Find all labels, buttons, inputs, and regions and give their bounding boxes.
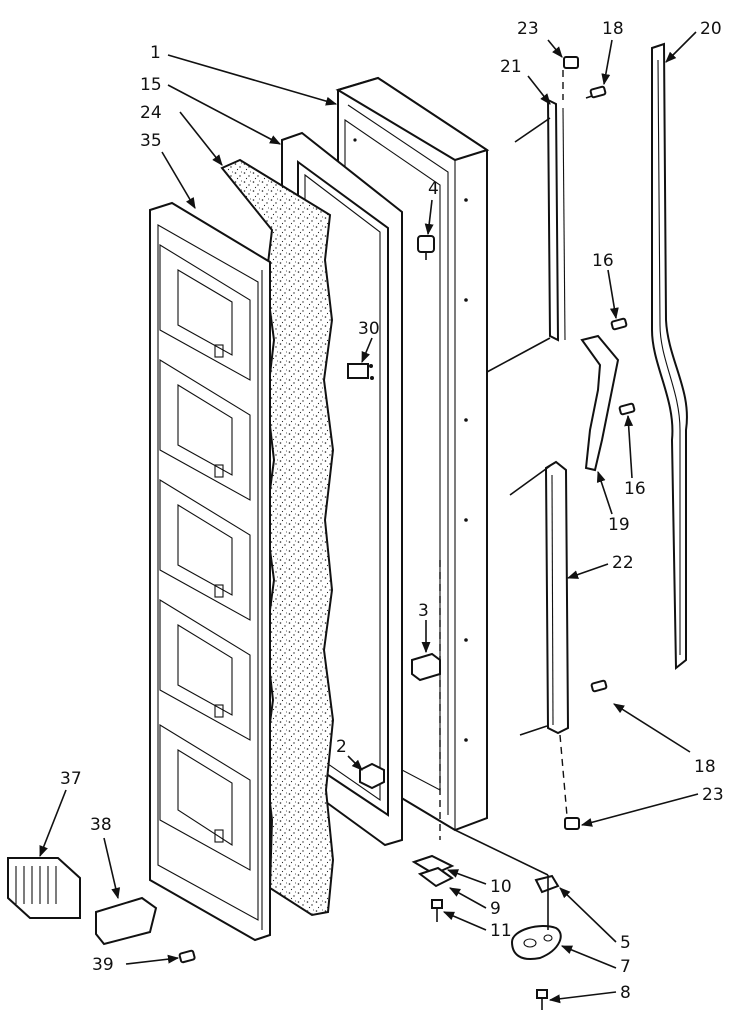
bushing-5 xyxy=(534,874,560,894)
shelf-rack-37 xyxy=(7,857,81,919)
callout-9: 9 xyxy=(490,899,501,919)
callout-3: 3 xyxy=(418,601,429,621)
callout-18-top: 18 xyxy=(602,19,624,39)
hinge-shim-10 xyxy=(411,854,455,888)
callout-35: 35 xyxy=(140,131,162,151)
screw-upper xyxy=(585,85,607,99)
door-stop-plug xyxy=(417,235,435,260)
callout-30: 30 xyxy=(358,319,380,339)
screw-bracket-top xyxy=(610,317,628,331)
handle-trim-upper xyxy=(546,98,566,342)
callout-2: 2 xyxy=(336,737,347,757)
callout-7: 7 xyxy=(620,957,631,977)
handle-bar xyxy=(651,42,688,671)
callout-5: 5 xyxy=(620,933,631,953)
bracket-3 xyxy=(411,652,441,682)
door-liner xyxy=(149,201,271,942)
callout-8: 8 xyxy=(620,983,631,1003)
callout-1: 1 xyxy=(150,43,161,63)
handle-bracket xyxy=(580,334,620,472)
end-cap-bottom xyxy=(564,817,580,830)
clip-30 xyxy=(347,363,374,380)
callout-16-top: 16 xyxy=(592,251,614,271)
hinge-7 xyxy=(510,924,562,960)
screw-bracket-bottom xyxy=(618,402,636,416)
callout-19: 19 xyxy=(608,515,630,535)
callout-24: 24 xyxy=(140,103,162,123)
leader-lines xyxy=(39,31,699,1004)
callout-11: 11 xyxy=(490,921,512,941)
part-2 xyxy=(359,762,385,790)
handle-trim-lower xyxy=(544,460,570,735)
callout-16-bottom: 16 xyxy=(624,479,646,499)
callout-23-bottom: 23 xyxy=(702,785,724,805)
end-cap-top xyxy=(563,56,579,69)
screw-11 xyxy=(431,899,443,922)
callout-10: 10 xyxy=(490,877,512,897)
callout-18-bottom: 18 xyxy=(694,757,716,777)
callout-15: 15 xyxy=(140,75,162,95)
callout-22: 22 xyxy=(612,553,634,573)
callout-21: 21 xyxy=(500,57,522,77)
callout-20: 20 xyxy=(700,19,722,39)
callout-labels: 1 15 24 35 23 18 20 21 4 30 16 16 19 22 … xyxy=(60,19,724,1003)
screw-lower xyxy=(590,679,608,693)
screw-39 xyxy=(178,949,196,964)
callout-37: 37 xyxy=(60,769,82,789)
callout-4: 4 xyxy=(428,179,439,199)
screw-8 xyxy=(536,989,548,1010)
callout-23-top: 23 xyxy=(517,19,539,39)
callout-38: 38 xyxy=(90,815,112,835)
cover-38 xyxy=(95,896,158,946)
callout-39: 39 xyxy=(92,955,114,975)
